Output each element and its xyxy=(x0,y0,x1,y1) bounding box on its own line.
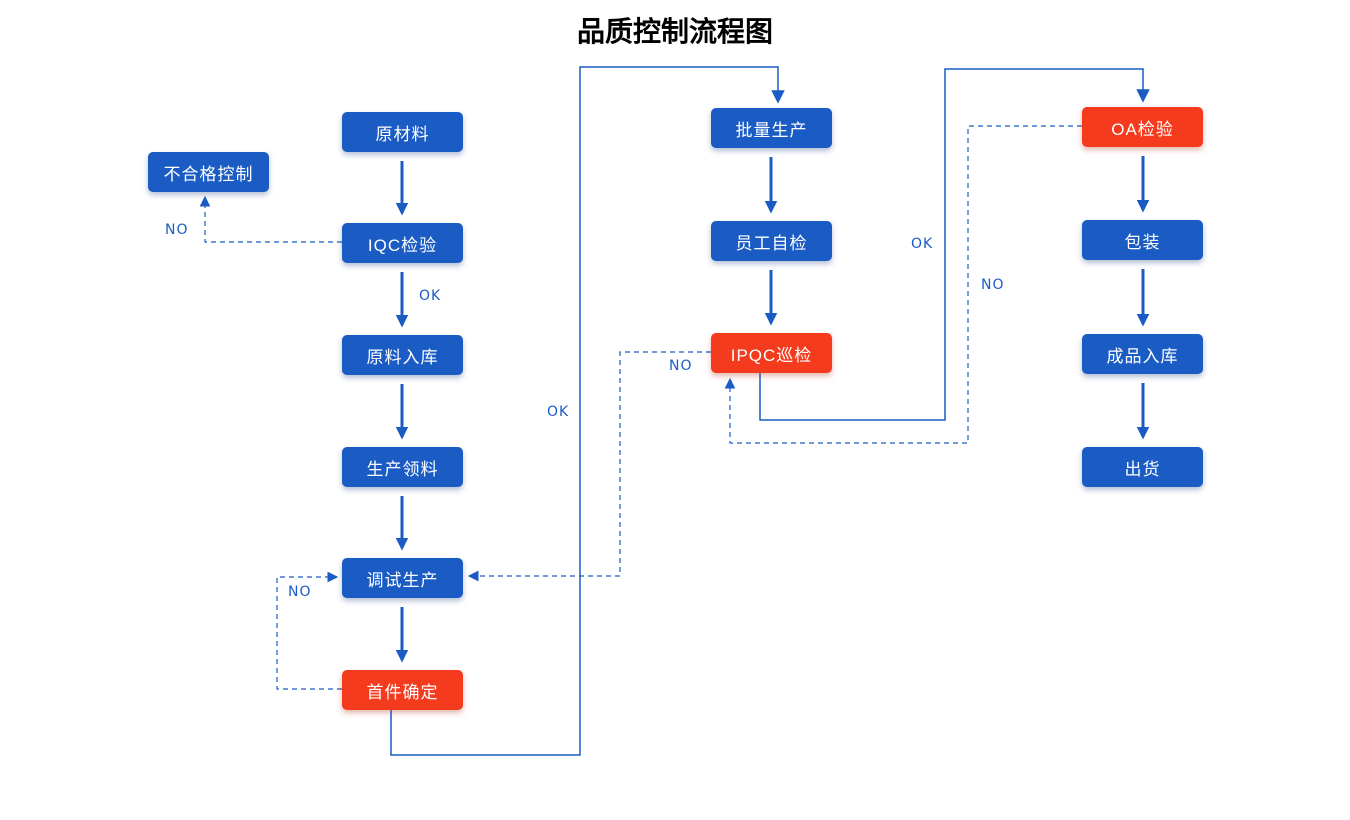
route-oa-no-to-ipqc xyxy=(724,125,1082,444)
node-label: 生产领料 xyxy=(366,459,439,479)
node-label: 批量生产 xyxy=(735,120,808,140)
node-label: 员工自检 xyxy=(735,233,808,253)
node-first-article-confirmation: 首件确定 xyxy=(342,670,463,710)
route-ipqc-ok-to-oa-inspection xyxy=(759,68,1150,421)
node-nonconforming-control: 不合格控制 xyxy=(148,152,269,192)
page-title: 品质控制流程图 xyxy=(576,15,773,48)
edge-label-iqc-no: NO xyxy=(165,222,189,238)
node-ipqc-patrol-inspection: IPQC巡检 xyxy=(711,333,832,373)
node-label: 不合格控制 xyxy=(163,164,254,184)
node-label: 包装 xyxy=(1124,232,1161,252)
edge-label-iqc-ok: OK xyxy=(419,288,442,304)
edge-label-ipqc-no: NO xyxy=(669,358,693,374)
node-production-picking: 生产领料 xyxy=(342,447,463,487)
node-trial-production: 调试生产 xyxy=(342,558,463,598)
node-packaging: 包装 xyxy=(1082,220,1203,260)
node-label: OA检验 xyxy=(1111,119,1174,139)
node-label: 成品入库 xyxy=(1106,346,1179,366)
edge-label-first-article-ok: OK xyxy=(547,404,570,420)
node-label: 原材料 xyxy=(375,124,430,144)
edge-label-ipqc-ok: OK xyxy=(911,236,934,252)
node-label: 首件确定 xyxy=(366,682,439,702)
node-raw-material: 原材料 xyxy=(342,112,463,152)
edge-label-first-article-no: NO xyxy=(288,584,312,600)
route-ipqc-no-to-trial-production xyxy=(467,351,711,582)
node-batch-production: 批量生产 xyxy=(711,108,832,148)
node-employee-self-inspection: 员工自检 xyxy=(711,221,832,261)
node-label: 原料入库 xyxy=(366,347,439,367)
node-label: IPQC巡检 xyxy=(730,345,813,365)
route-iqc-no-to-nonconforming-control xyxy=(199,195,342,243)
node-shipment: 出货 xyxy=(1082,447,1203,487)
node-oa-inspection: OA检验 xyxy=(1082,107,1203,147)
node-raw-material-storage: 原料入库 xyxy=(342,335,463,375)
route-first-article-ok-to-batch-production xyxy=(390,66,785,756)
node-label: IQC检验 xyxy=(367,235,438,255)
node-label: 出货 xyxy=(1124,459,1161,479)
node-finished-goods-storage: 成品入库 xyxy=(1082,334,1203,374)
node-label: 调试生产 xyxy=(366,570,439,590)
edge-label-oa-no: NO xyxy=(981,277,1005,293)
route-first-article-no-to-trial-production xyxy=(276,571,342,690)
node-iqc-inspection: IQC检验 xyxy=(342,223,463,263)
